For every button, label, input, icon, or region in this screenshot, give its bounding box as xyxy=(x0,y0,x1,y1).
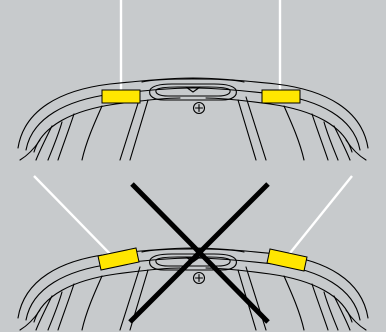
guide-line-right-angled xyxy=(285,175,353,259)
frame-incorrect xyxy=(17,175,369,331)
reflector-mark-left-tilted xyxy=(97,247,140,271)
reflector-mark-right-tilted xyxy=(266,248,308,272)
glasses-frame-top xyxy=(17,77,369,161)
reflector-mark-left xyxy=(101,89,141,104)
guide-line-left-angled xyxy=(33,175,115,259)
frame-correct xyxy=(17,0,369,161)
cross-out-line-2 xyxy=(128,182,270,324)
reflector-mark-right xyxy=(261,89,301,104)
